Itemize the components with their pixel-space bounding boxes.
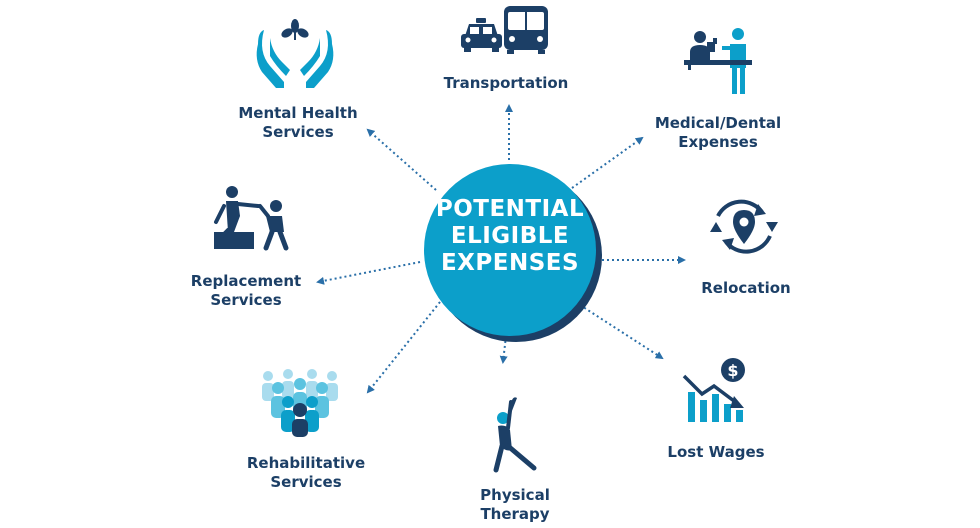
label-lost-wages: Lost Wages (626, 443, 806, 462)
label-rehabilitative-line-2: Services (270, 473, 342, 491)
label-physical-therapy-line-1: Physical (480, 486, 550, 504)
label-mental-health-line-2: Services (262, 123, 334, 141)
label-lost-wages-line-1: Lost Wages (667, 443, 765, 461)
location-cycle-icon (710, 199, 778, 254)
label-rehabilitative-line-1: Rehabilitative (246, 454, 366, 472)
label-medical-dental: Medical/Dental Expenses (628, 114, 808, 152)
label-relocation-line-1: Relocation (701, 279, 791, 297)
label-medical-dental-line-2: Expenses (678, 133, 758, 151)
center-title-line-1: POTENTIAL (435, 196, 585, 222)
connector-lost-wages (579, 304, 664, 360)
label-replacement-line-2: Services (210, 291, 282, 309)
connector-physical-therapy (499, 335, 508, 364)
label-rehabilitative: Rehabilitative Services (216, 454, 396, 492)
label-relocation: Relocation (656, 279, 836, 298)
center-title-line-2: ELIGIBLE (450, 223, 570, 249)
connector-replacement (316, 261, 421, 285)
label-replacement-line-1: Replacement (190, 272, 302, 290)
connectors (316, 104, 686, 394)
label-transportation-line-1: Transportation (443, 74, 569, 92)
label-physical-therapy: Physical Therapy (425, 486, 605, 524)
declining-chart-dollar-icon: $ (682, 358, 745, 422)
center-title-line-3: EXPENSES (440, 250, 580, 276)
stretching-person-icon (493, 397, 537, 473)
label-physical-therapy-line-2: Therapy (480, 505, 550, 523)
label-mental-health-line-1: Mental Health (238, 104, 358, 122)
reception-desk-icon (684, 28, 752, 94)
label-replacement: Replacement Services (156, 272, 336, 310)
connector-medical-dental (571, 136, 644, 189)
svg-text:$: $ (727, 361, 738, 380)
taxi-and-bus-icon (461, 6, 548, 54)
label-medical-dental-line-1: Medical/Dental (654, 114, 782, 132)
center-circle (424, 164, 602, 342)
connector-mental-health (366, 128, 437, 191)
people-group-icon (262, 369, 338, 437)
connector-rehabilitative (366, 301, 441, 394)
label-mental-health: Mental Health Services (208, 104, 388, 142)
helping-hand-icon (214, 186, 289, 251)
label-transportation: Transportation (416, 74, 596, 93)
center-title: POTENTIAL ELIGIBLE EXPENSES (420, 196, 600, 277)
hands-with-plant-icon (256, 19, 334, 88)
